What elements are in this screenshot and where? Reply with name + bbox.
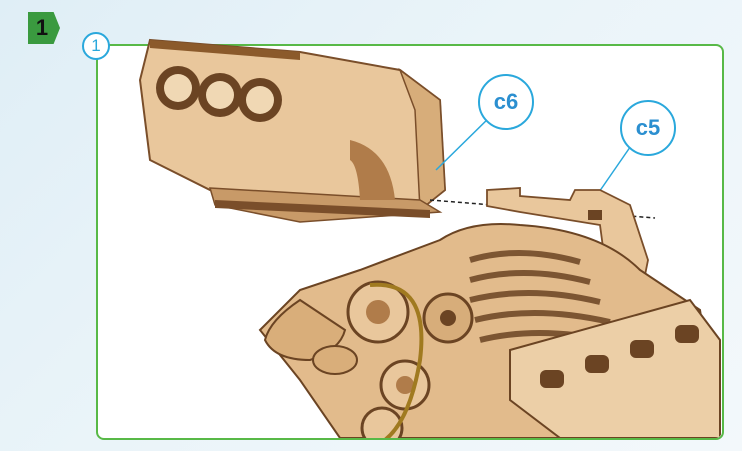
engine-assembly [260, 224, 720, 448]
cylinder-block-part [140, 40, 445, 222]
substep-number-badge: 1 [82, 32, 110, 60]
part-label-c5: c5 [620, 100, 676, 156]
part-label-c6: c6 [478, 74, 534, 130]
